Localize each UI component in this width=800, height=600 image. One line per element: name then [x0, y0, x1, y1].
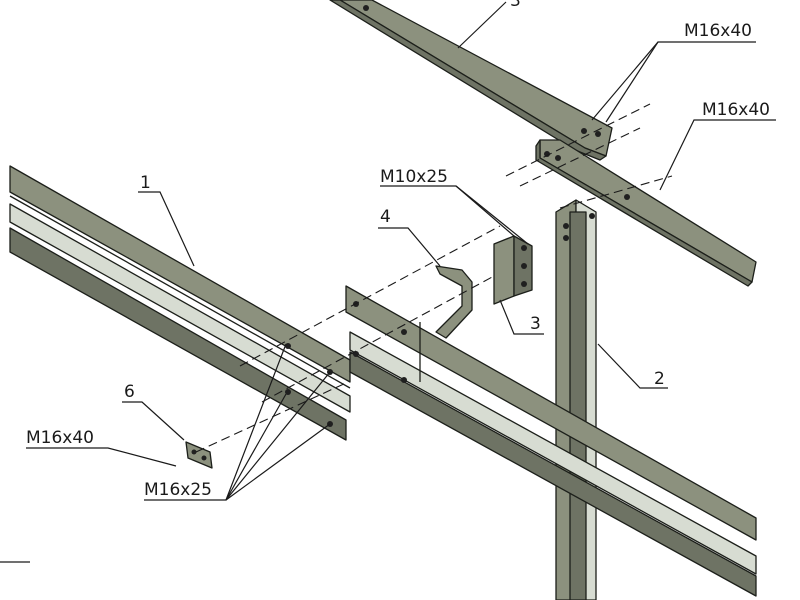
diagonal-brace-part: [535, 139, 757, 287]
callout-4-label: 4: [380, 207, 391, 227]
main-beam-part-right: [345, 285, 757, 597]
vertical-post-part: [555, 199, 597, 600]
callout-1-label: 1: [140, 173, 151, 193]
bolt-m16x40-left-label: M16x40: [26, 428, 94, 448]
callout-labels: 3 M16x40 M16x40 M10x25 4 3 1 2 6 M16x40 …: [26, 0, 770, 500]
bolt-m16x25-label: M16x25: [144, 480, 212, 500]
callout-5-label: 3: [510, 0, 521, 11]
strap-part: [435, 265, 473, 339]
callout-6-label: 6: [124, 382, 135, 402]
washer-plate-part: [185, 441, 213, 469]
bolt-axis-lines: [195, 103, 673, 453]
upper-rail-part: [329, 0, 613, 161]
leader-lines: [0, 1, 776, 563]
callout-3-label: 3: [530, 314, 541, 334]
bolt-m16x40-top-label: M16x40: [684, 21, 752, 41]
main-beam-part-left: [9, 165, 351, 441]
callout-2-label: 2: [654, 369, 665, 389]
bolt-m10x25-label: M10x25: [380, 167, 448, 187]
angle-bracket-part: [493, 235, 533, 305]
bolt-m16x40-right-label: M16x40: [702, 100, 770, 120]
